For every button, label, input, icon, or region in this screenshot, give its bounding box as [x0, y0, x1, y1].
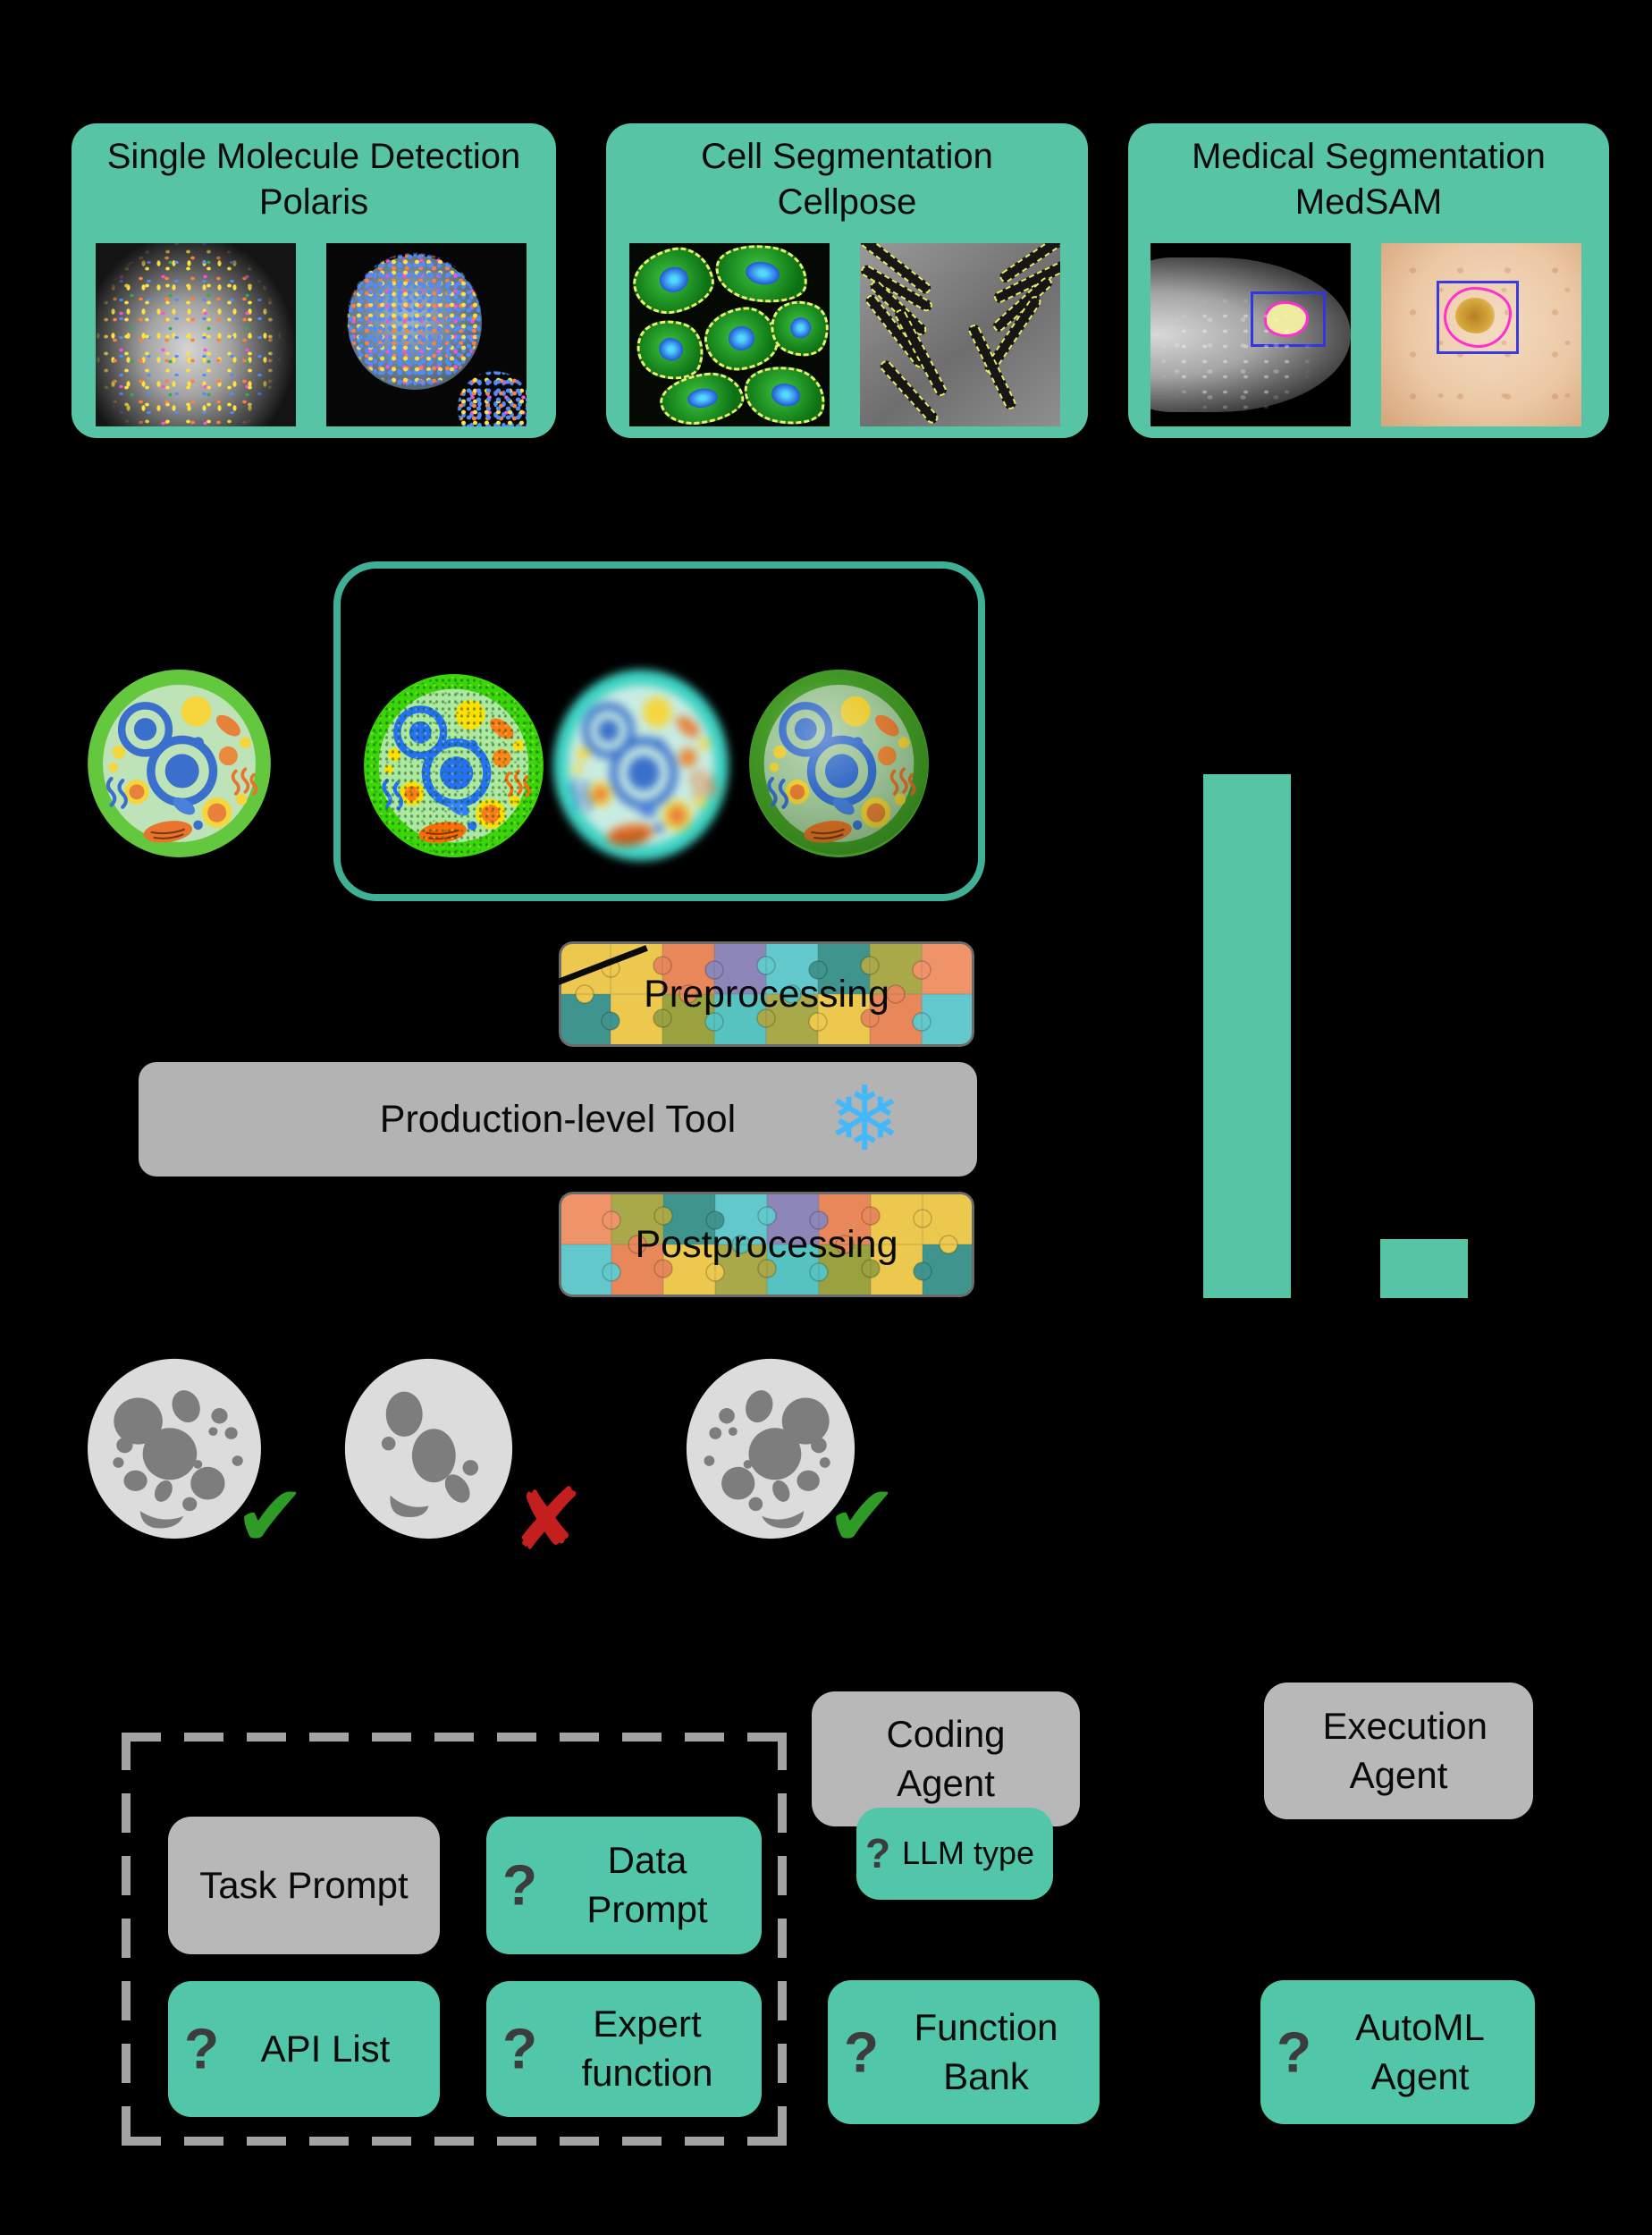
data-prompt-label: Data Prompt: [586, 1839, 708, 1930]
augmented-cell-blurred: [551, 669, 731, 862]
augmented-cell-noisy: [361, 673, 546, 858]
cellpose-example-image-left: [629, 243, 830, 426]
postprocessing-label: Postprocessing: [635, 1222, 898, 1266]
question-icon: ?: [1277, 2019, 1312, 2084]
polaris-example-image-left: [96, 243, 296, 426]
preprocessing-label: Preprocessing: [644, 972, 889, 1016]
automl-agent-label: AutoML Agent: [1355, 2005, 1485, 2097]
medsam-example-image-left: [1150, 243, 1351, 426]
question-icon: ?: [865, 1829, 891, 1877]
cell-blob: [711, 243, 813, 309]
execution-agent-label: Execution Agent: [1322, 1704, 1488, 1796]
roi-box: [1437, 281, 1519, 354]
raw-cell-illustration: [85, 669, 274, 858]
cellpose-example-image-right: [860, 243, 1060, 426]
cell-blob: [701, 303, 781, 375]
function-bank-box: ? Function Bank: [828, 1980, 1100, 2124]
expert-function-box: ? Expert function: [486, 1981, 762, 2117]
data-prompt-box: ? Data Prompt: [486, 1817, 762, 1954]
panel-title: Cell Segmentation Cellpose: [606, 123, 1088, 225]
preprocessing-banner: Preprocessing: [559, 941, 974, 1047]
panel-title-line2: MedSAM: [1294, 182, 1443, 223]
bar-tall: [1203, 774, 1291, 1298]
postprocessing-banner: Postprocessing: [559, 1192, 974, 1297]
panel-title-line1: Medical Segmentation: [1192, 137, 1546, 176]
automl-agent-box: ? AutoML Agent: [1260, 1980, 1535, 2124]
function-bank-label: Function Bank: [914, 2005, 1058, 2097]
question-icon: ?: [502, 2016, 538, 2081]
panel-single-molecule-detection: Single Molecule Detection Polaris: [72, 123, 556, 438]
lesion-outline: [1264, 301, 1309, 337]
check-icon: ✔: [234, 1466, 307, 1566]
expert-function-label: Expert function: [581, 2003, 713, 2094]
question-icon: ?: [502, 1852, 538, 1918]
panel-title-line2: Polaris: [258, 182, 369, 223]
panel-cell-segmentation: Cell Segmentation Cellpose: [606, 123, 1088, 438]
question-icon: ?: [184, 2016, 220, 2081]
cross-icon: ✘: [511, 1470, 584, 1570]
prompt-group-dashed-box: [122, 1733, 787, 2146]
bar-short: [1380, 1239, 1468, 1298]
execution-agent-box: Execution Agent: [1264, 1683, 1533, 1819]
task-prompt-box: Task Prompt: [168, 1817, 440, 1954]
lesion-outline: [1444, 287, 1512, 348]
panel-title: Medical Segmentation MedSAM: [1128, 123, 1609, 225]
dashed-border-left: [122, 1733, 131, 2146]
dashed-border-top: [122, 1733, 787, 1742]
cell-blob: [738, 358, 830, 426]
roi-box: [1251, 291, 1326, 347]
panel-title-line1: Single Molecule Detection: [106, 137, 521, 176]
production-tool-banner: Production-level Tool ❄: [139, 1062, 977, 1177]
snowflake-icon: ❄: [827, 1067, 902, 1171]
check-icon: ✔: [826, 1466, 898, 1566]
panel-title-line1: Cell Segmentation: [701, 137, 993, 176]
api-list-label: API List: [260, 2027, 391, 2070]
panel-medical-segmentation: Medical Segmentation MedSAM: [1128, 123, 1609, 438]
task-prompt-label: Task Prompt: [199, 1863, 409, 1906]
augmentation-box: [333, 561, 985, 901]
augmented-cell-dark: [746, 669, 931, 858]
dashed-border-bottom: [122, 2137, 787, 2146]
result-cell-2: [341, 1357, 516, 1540]
lesion-fill: [1455, 298, 1495, 333]
api-list-box: ? API List: [168, 1981, 440, 2117]
medsam-example-image-right: [1381, 243, 1581, 426]
dashed-border-right: [778, 1733, 787, 2146]
coding-agent-label: Coding Agent: [886, 1712, 1006, 1804]
question-icon: ?: [844, 2019, 880, 2084]
panel-title-line2: Cellpose: [777, 182, 917, 223]
coding-agent-box: Coding Agent: [812, 1691, 1080, 1826]
production-tool-label: Production-level Tool: [379, 1097, 737, 1141]
llm-type-box: ? LLM type: [856, 1808, 1053, 1900]
llm-type-label: LLM type: [901, 1834, 1035, 1872]
polaris-example-image-right: [326, 243, 527, 426]
panel-title: Single Molecule Detection Polaris: [72, 123, 556, 225]
cell-blob: [629, 243, 720, 321]
